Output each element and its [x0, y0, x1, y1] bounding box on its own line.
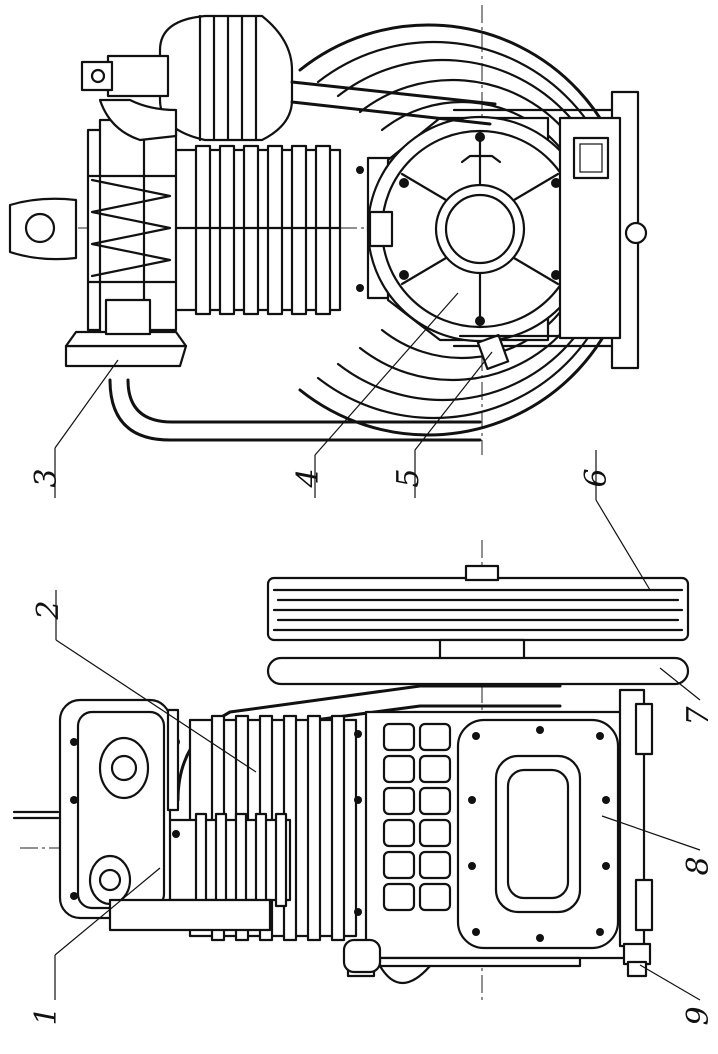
callout-6: 6 [579, 468, 614, 487]
callout-4: 4 [291, 468, 326, 488]
callout-2: 2 [31, 600, 66, 620]
leader-line-1b [54, 867, 161, 956]
callout-leaders [54, 292, 701, 1001]
base-frame-upper [452, 90, 648, 370]
leader-line-7 [659, 667, 701, 701]
leader-line-4b [314, 292, 459, 456]
callout-8: 8 [681, 856, 716, 875]
intake-lower [108, 898, 382, 974]
pulley-lower [266, 564, 690, 662]
callout-3: 3 [29, 468, 64, 487]
crankcase-lower [346, 688, 654, 984]
callout-5: 5 [391, 468, 426, 487]
lower-view [12, 540, 690, 1000]
cylinder-upper [168, 144, 342, 316]
leader-line-6b [595, 499, 651, 591]
intake-filter-upper [64, 298, 188, 368]
leader-line-8 [601, 815, 701, 851]
crankcase-upper [356, 115, 594, 343]
callout-9: 9 [681, 1006, 716, 1025]
callout-1: 1 [29, 1006, 64, 1025]
callout-labels: 3 4 5 6 2 7 8 1 9 [29, 468, 716, 1025]
cylinder-head-lower [12, 698, 180, 920]
upper-view [8, 5, 648, 455]
leader-line-2b [55, 639, 257, 773]
leader-line-3b [54, 359, 119, 449]
cooler-upper [80, 14, 294, 142]
cylinder-head-upper [8, 118, 178, 342]
discharge-pipe-upper [108, 80, 497, 442]
callout-7: 7 [681, 706, 716, 726]
cylinder-lower [108, 714, 362, 942]
leader-line-9 [639, 964, 701, 1001]
leader-line-5b [414, 351, 493, 451]
